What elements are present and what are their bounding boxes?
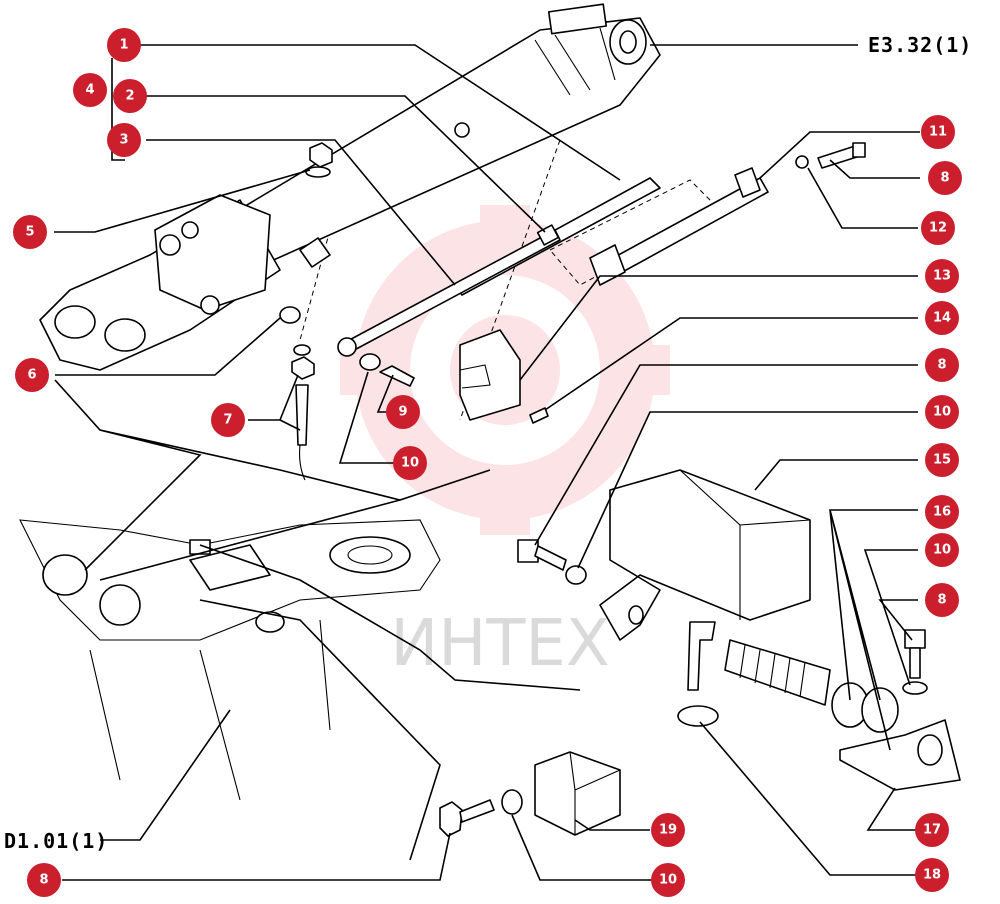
callout-3: 3 xyxy=(107,123,141,157)
callout-10: 10 xyxy=(393,446,427,480)
callout-circle xyxy=(925,348,959,382)
callout-label: 8 xyxy=(39,873,48,888)
callout-circle xyxy=(915,858,949,892)
callout-label: 3 xyxy=(119,133,128,148)
callout-4: 4 xyxy=(73,73,107,107)
tractor-frame xyxy=(19,519,441,801)
callout-circle xyxy=(925,301,959,335)
callout-5: 5 xyxy=(13,215,47,249)
callout-label: 1 xyxy=(119,38,128,53)
callout-circle xyxy=(113,79,147,113)
callout-circle xyxy=(393,446,427,480)
callout-label: 19 xyxy=(659,823,677,838)
callout-label: 8 xyxy=(937,593,946,608)
callout-11: 11 xyxy=(921,115,955,149)
callout-9: 9 xyxy=(386,395,420,429)
callout-circle xyxy=(921,115,955,149)
callout-8: 8 xyxy=(27,863,61,897)
callout-circle xyxy=(925,533,959,567)
callout-circle xyxy=(386,395,420,429)
callout-label: 12 xyxy=(929,221,947,236)
callout-circle xyxy=(211,403,245,437)
mounting-block xyxy=(459,329,521,421)
callout-circle xyxy=(107,123,141,157)
callout-16: 16 xyxy=(925,495,959,529)
callout-label: 13 xyxy=(933,269,951,284)
callout-10: 10 xyxy=(925,533,959,567)
callout-label: 16 xyxy=(933,505,951,520)
callout-label: 6 xyxy=(27,368,36,383)
callout-label: 17 xyxy=(923,823,941,838)
callout-circle xyxy=(925,259,959,293)
callout-17: 17 xyxy=(915,813,949,847)
plug-assembly xyxy=(677,621,961,791)
callout-label: 8 xyxy=(937,358,946,373)
callout-label: 7 xyxy=(223,413,232,428)
callout-label: 2 xyxy=(125,89,134,104)
callout-label: 4 xyxy=(85,83,94,98)
callout-label: 10 xyxy=(401,456,419,471)
callout-19: 19 xyxy=(651,813,685,847)
callout-circle xyxy=(107,28,141,62)
reference-top-right: E3.32(1) xyxy=(868,33,972,57)
callout-8: 8 xyxy=(925,348,959,382)
watermark-text: ИНТЕХ xyxy=(390,607,609,681)
callout-18: 18 xyxy=(915,858,949,892)
reference-bottom-left: D1.01(1) xyxy=(4,829,108,853)
callout-label: 10 xyxy=(659,873,677,888)
callout-circle xyxy=(27,863,61,897)
callout-circle xyxy=(15,358,49,392)
callout-label: 5 xyxy=(25,225,34,240)
callout-label: 11 xyxy=(929,125,947,140)
callout-circle xyxy=(925,443,959,477)
rods xyxy=(337,177,661,357)
callout-circle xyxy=(13,215,47,249)
callout-circle xyxy=(925,495,959,529)
callout-circle xyxy=(925,395,959,429)
callout-1: 1 xyxy=(107,28,141,62)
callout-label: 9 xyxy=(398,405,407,420)
callout-2: 2 xyxy=(113,79,147,113)
hydraulic-cylinder xyxy=(39,3,661,371)
cover-bracket xyxy=(599,469,811,641)
callout-15: 15 xyxy=(925,443,959,477)
callout-label: 14 xyxy=(933,311,951,326)
callout-label: 10 xyxy=(933,405,951,420)
callout-circle xyxy=(651,863,685,897)
callout-circle xyxy=(915,813,949,847)
bolts-washers xyxy=(439,539,928,837)
rubber-block xyxy=(534,751,621,836)
callout-label: 15 xyxy=(933,453,951,468)
callout-circle xyxy=(73,73,107,107)
callout-circle xyxy=(651,813,685,847)
callout-8: 8 xyxy=(925,583,959,617)
callout-14: 14 xyxy=(925,301,959,335)
callout-12: 12 xyxy=(921,211,955,245)
callout-13: 13 xyxy=(925,259,959,293)
leader-lines xyxy=(54,44,920,881)
callout-10: 10 xyxy=(651,863,685,897)
callout-7: 7 xyxy=(211,403,245,437)
callout-circle xyxy=(921,211,955,245)
sensor-bar xyxy=(589,167,769,286)
callout-6: 6 xyxy=(15,358,49,392)
callout-circle xyxy=(925,583,959,617)
callout-label: 8 xyxy=(940,171,949,186)
callout-8: 8 xyxy=(928,161,962,195)
callout-circle xyxy=(928,161,962,195)
callout-label: 10 xyxy=(933,543,951,558)
hardware xyxy=(279,142,866,481)
callout-label: 18 xyxy=(923,868,941,883)
callout-10: 10 xyxy=(925,395,959,429)
